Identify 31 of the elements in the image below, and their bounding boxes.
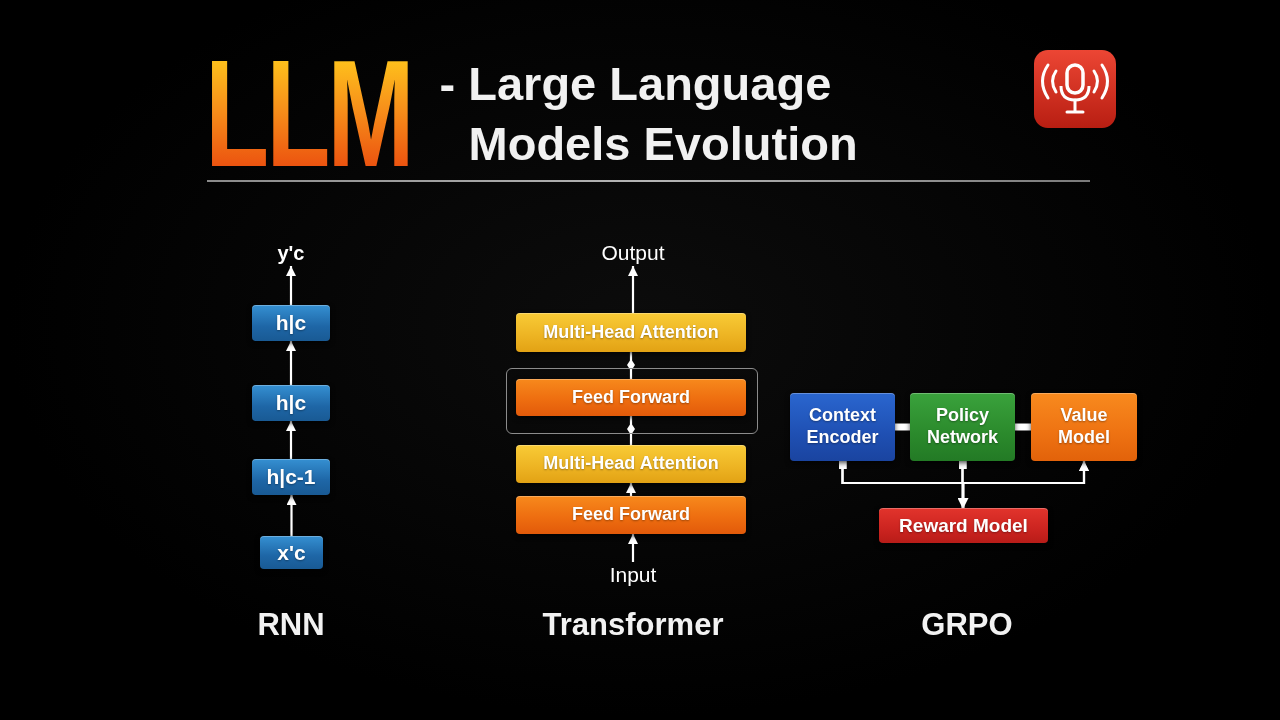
- state-box: h|c: [252, 305, 330, 341]
- connector: [895, 423, 910, 431]
- arrow: [286, 341, 296, 385]
- model-box: Value Model: [1031, 393, 1137, 461]
- state-box: h|c-1: [252, 459, 330, 495]
- state-box: h|c: [252, 385, 330, 421]
- layer-box: Multi-Head Attention: [516, 313, 746, 352]
- group-outline: [506, 368, 758, 434]
- arrow: [626, 483, 636, 496]
- arrow: [958, 461, 1089, 485]
- arrow: [286, 495, 297, 536]
- model-box: Context Encoder: [790, 393, 895, 461]
- arrow: [286, 421, 296, 459]
- arrow: [838, 461, 969, 508]
- flow-label: y'c: [271, 240, 311, 266]
- title-text: - Large Language Models Evolution: [439, 56, 859, 172]
- state-box: x'c: [260, 536, 323, 569]
- layer-box: Feed Forward: [516, 496, 746, 534]
- flow-label: Output: [593, 240, 673, 266]
- diagram-caption: GRPO: [921, 606, 1013, 644]
- arrow: [628, 534, 638, 562]
- arrow: [286, 266, 296, 305]
- layer-box: Feed Forward: [516, 379, 746, 416]
- model-box: Policy Network: [910, 393, 1015, 461]
- connector: [1015, 423, 1031, 431]
- flow-label: Input: [593, 562, 673, 588]
- model-box: Reward Model: [879, 508, 1048, 543]
- diagram-caption: Transformer: [542, 606, 724, 644]
- layer-box: Multi-Head Attention: [516, 445, 746, 483]
- arrow: [628, 266, 638, 313]
- diagram-caption: RNN: [257, 606, 325, 644]
